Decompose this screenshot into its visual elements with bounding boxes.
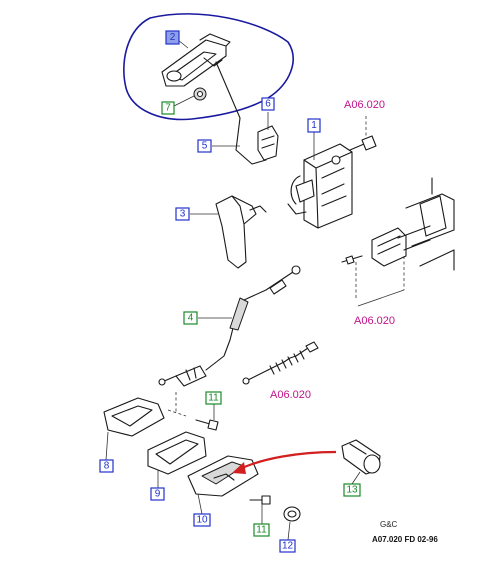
callout-13-label: 13 bbox=[346, 485, 358, 496]
callout-1: 1 bbox=[307, 118, 321, 133]
callout-13: 13 bbox=[343, 483, 361, 497]
callout-8: 8 bbox=[99, 459, 114, 473]
callout-6: 6 bbox=[261, 97, 275, 111]
reference-label-bottom: A06.020 bbox=[270, 389, 311, 401]
footer-code: A07.020 FD 02-96 bbox=[372, 535, 438, 544]
callout-11-lower-label: 11 bbox=[256, 525, 267, 536]
callout-10: 10 bbox=[193, 513, 211, 527]
part-bezel-outer bbox=[103, 397, 165, 437]
callout-5-label: 5 bbox=[202, 141, 208, 152]
part-screw-lower bbox=[249, 495, 271, 505]
leader-lines bbox=[105, 39, 361, 541]
part-bracket bbox=[215, 195, 267, 269]
part-cable bbox=[158, 265, 301, 387]
callout-11-upper-label: 11 bbox=[208, 393, 219, 404]
footer-maker: G&C bbox=[380, 520, 398, 529]
callout-5: 5 bbox=[197, 139, 212, 153]
callout-2: 2 bbox=[165, 30, 180, 45]
callout-4-label: 4 bbox=[188, 313, 194, 324]
highlight-outline bbox=[123, 13, 294, 121]
part-seal bbox=[147, 431, 207, 475]
callout-3: 3 bbox=[175, 207, 190, 221]
callout-2-label: 2 bbox=[170, 32, 176, 43]
callout-9-label: 9 bbox=[155, 489, 161, 500]
part-bulb bbox=[341, 439, 381, 475]
callout-8-label: 8 bbox=[104, 461, 110, 472]
callout-4: 4 bbox=[183, 311, 198, 325]
callout-11-upper: 11 bbox=[205, 391, 222, 405]
reference-label-middle: A06.020 bbox=[354, 315, 395, 327]
part-latch-screw bbox=[349, 116, 377, 151]
callout-12: 12 bbox=[279, 539, 296, 553]
part-spring-rod bbox=[242, 341, 319, 385]
callout-10-label: 10 bbox=[196, 515, 208, 526]
part-striker bbox=[341, 177, 455, 307]
callout-12-label: 12 bbox=[282, 541, 294, 552]
callout-11-lower: 11 bbox=[253, 523, 270, 537]
callout-7-label: 7 bbox=[165, 103, 171, 114]
part-cap bbox=[283, 506, 301, 522]
reference-label-top: A06.020 bbox=[344, 99, 385, 111]
callout-9: 9 bbox=[150, 487, 165, 501]
callout-1-label: 1 bbox=[311, 120, 317, 131]
part-exterior-handle bbox=[161, 33, 231, 87]
callout-3-label: 3 bbox=[180, 209, 186, 220]
part-grommet bbox=[193, 87, 207, 101]
part-handle-housing bbox=[187, 455, 259, 497]
callout-7: 7 bbox=[161, 101, 175, 115]
part-screw-upper bbox=[195, 419, 219, 431]
part-clip bbox=[257, 125, 279, 161]
part-rod bbox=[215, 61, 267, 165]
installation-arrow bbox=[232, 450, 337, 474]
callout-6-label: 6 bbox=[265, 99, 271, 110]
part-latch bbox=[287, 143, 353, 229]
